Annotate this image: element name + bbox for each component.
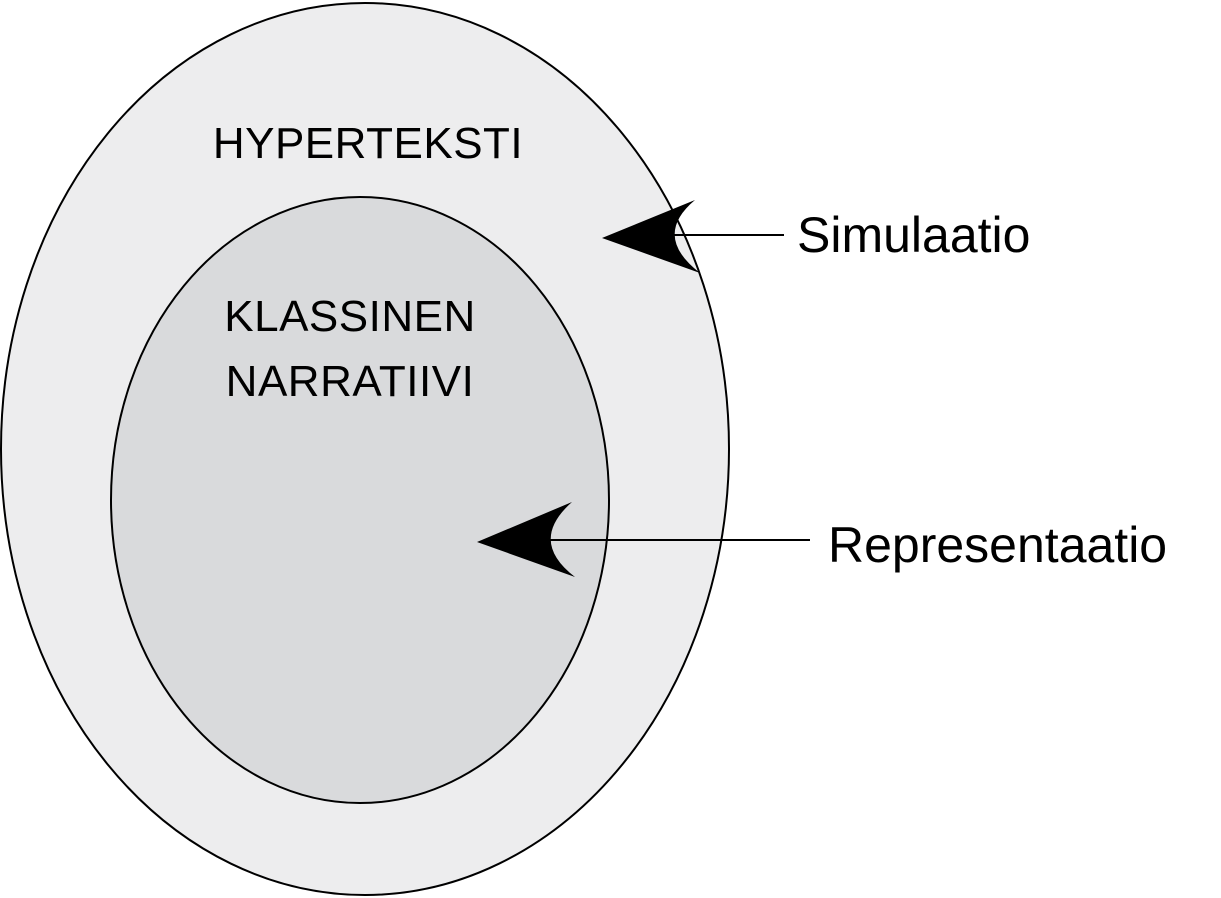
arrowhead-left-icon (602, 200, 700, 273)
outer-region-label: HYPERTEKSTI (213, 119, 523, 168)
arrowhead-left-icon (477, 502, 575, 577)
inner-region-label-line1: KLASSINEN (224, 292, 475, 341)
callout-representaatio-label: Representaatio (828, 517, 1167, 573)
inner-region-label-line2: NARRATIIVI (226, 357, 475, 406)
callout-representaatio: Representaatio (477, 502, 1167, 577)
inner-ellipse-klassinen-narratiivi (110, 196, 610, 804)
callout-simulaatio-label: Simulaatio (797, 207, 1030, 263)
callout-simulaatio: Simulaatio (602, 200, 1030, 273)
